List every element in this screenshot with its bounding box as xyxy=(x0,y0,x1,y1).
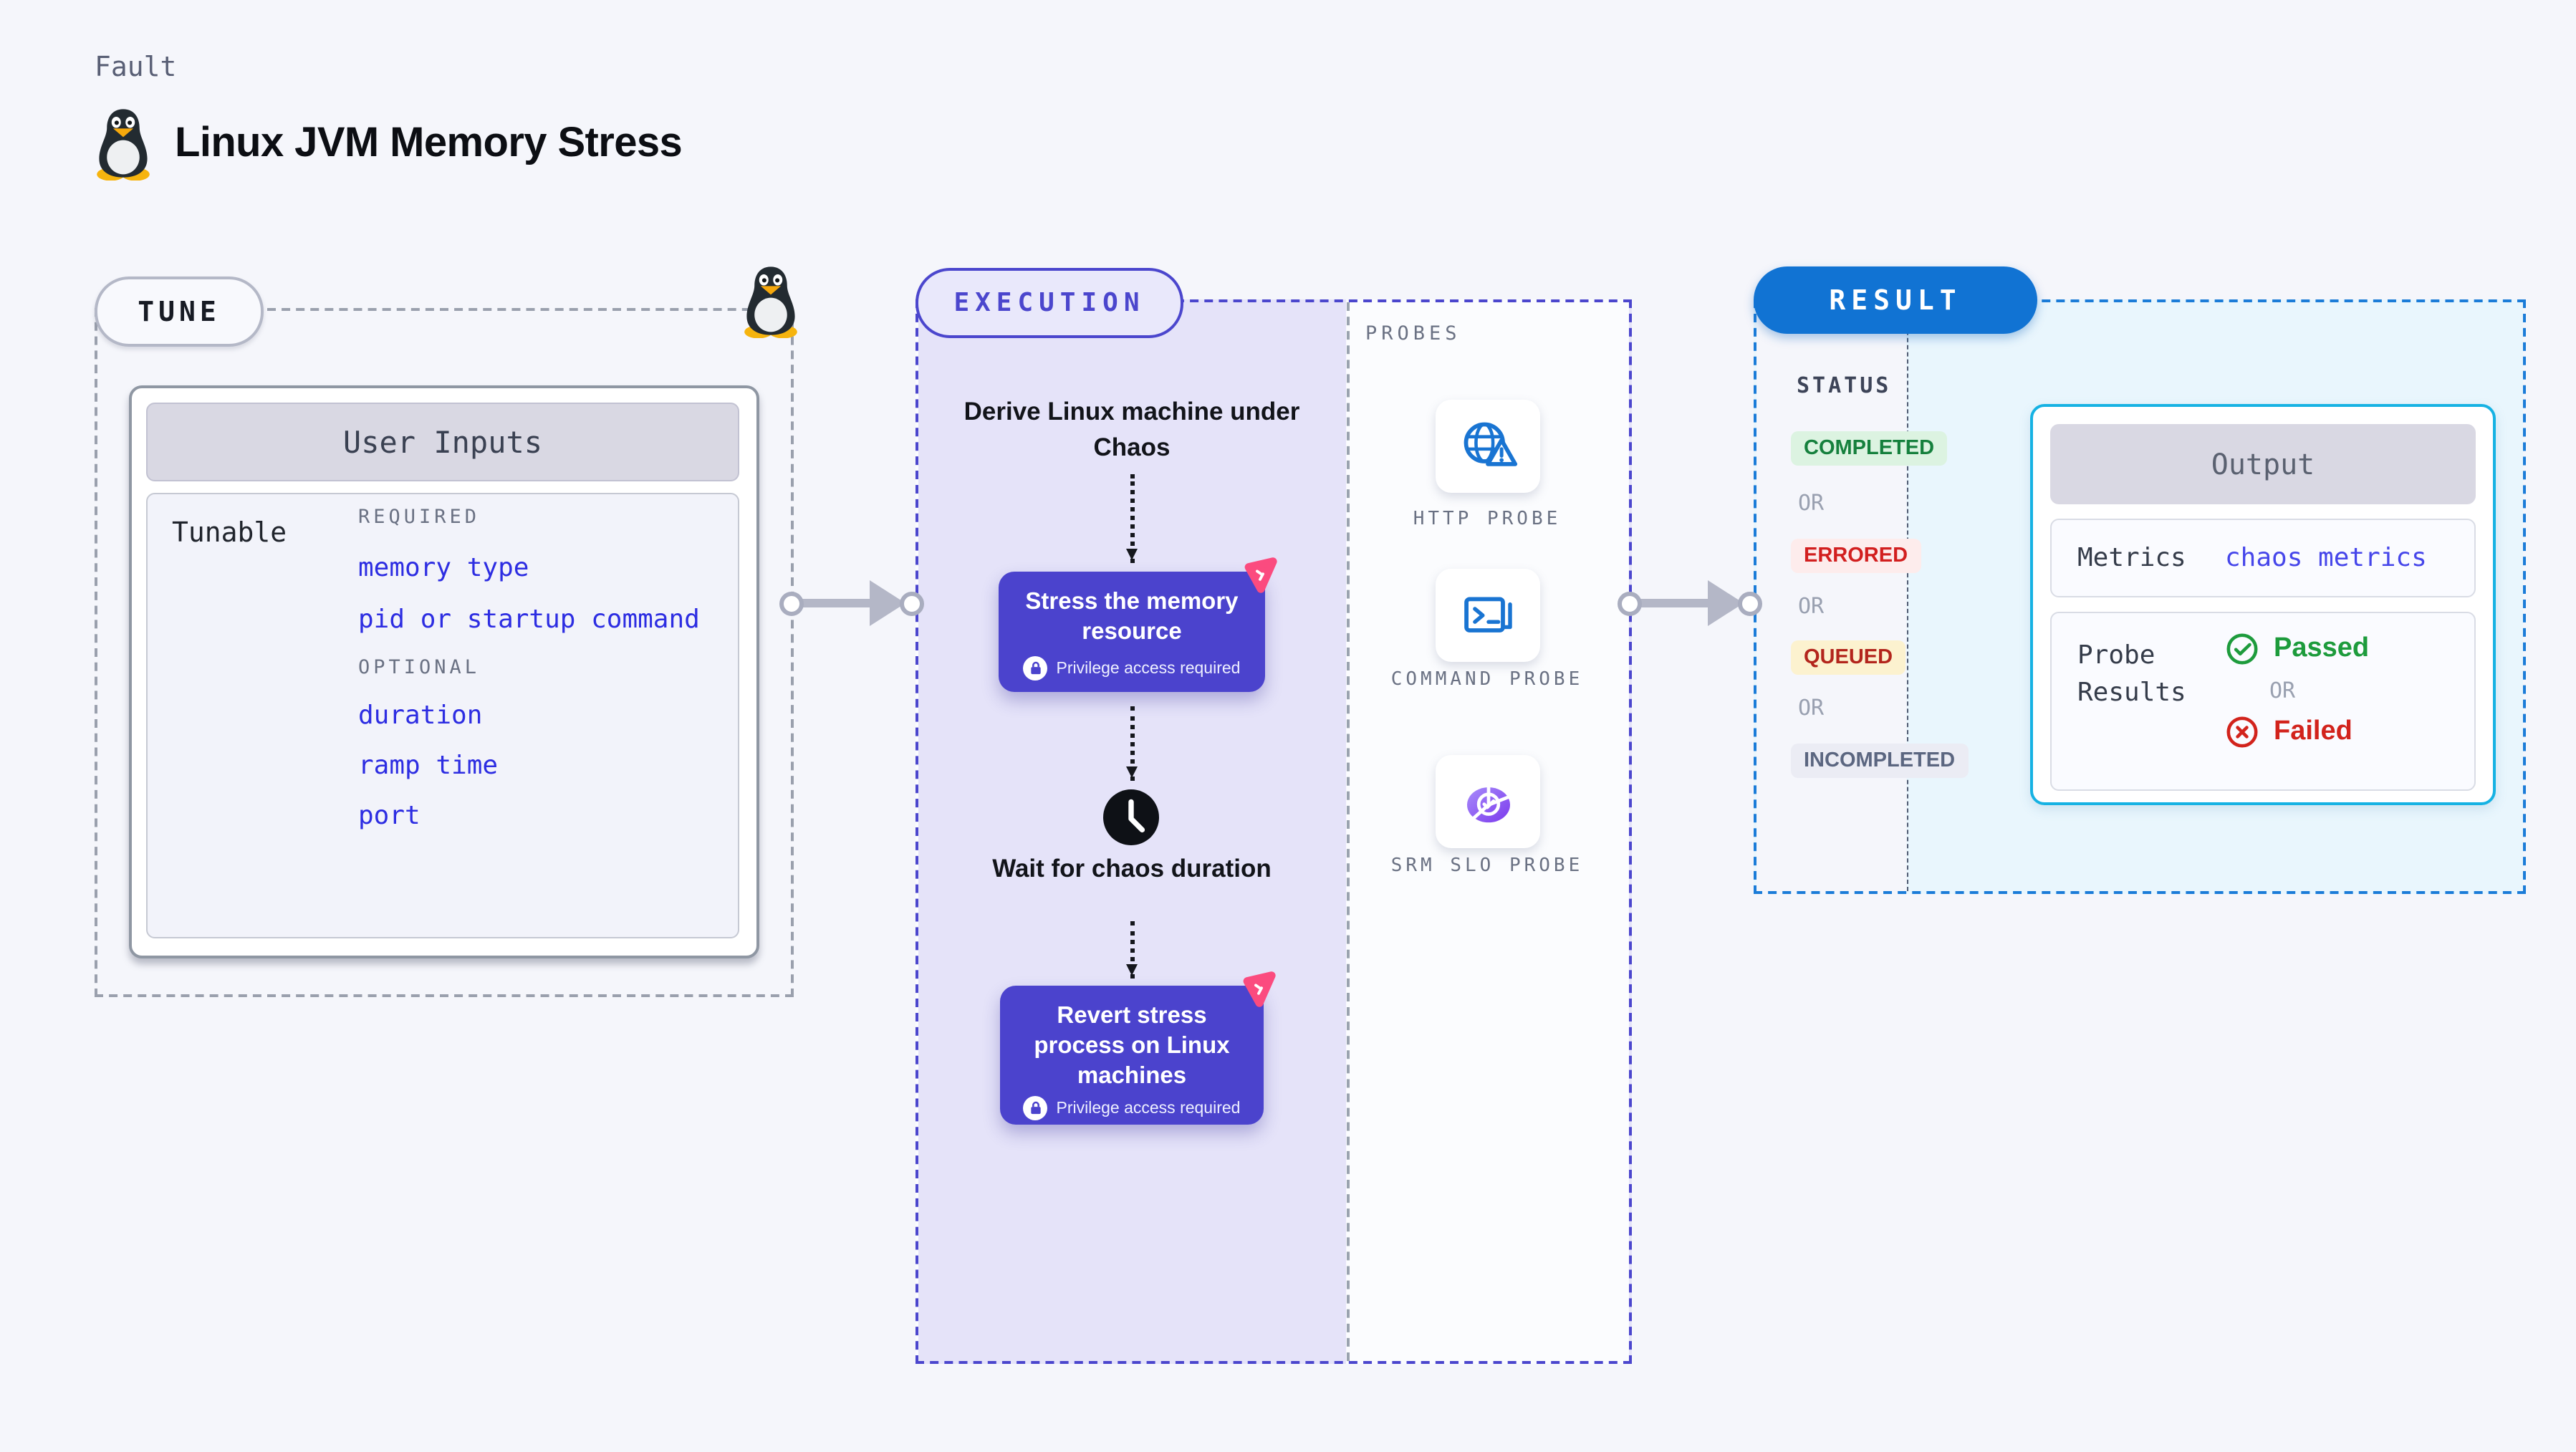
check-circle-icon xyxy=(2226,633,2258,665)
required-heading: REQUIRED xyxy=(358,506,481,529)
flow-arrow-down xyxy=(1126,921,1138,979)
tux-icon xyxy=(744,266,797,338)
chaos-triangle-icon xyxy=(1243,971,1276,1007)
connector-dot xyxy=(1618,591,1642,615)
probe-results-row: Probe Results Passed OR xyxy=(2050,612,2476,791)
tune-section xyxy=(95,308,794,997)
result-pill: RESULT xyxy=(1754,266,2037,334)
metrics-label: Metrics xyxy=(2077,543,2186,573)
command-probe-card xyxy=(1436,569,1540,662)
page-title: Linux JVM Memory Stress xyxy=(175,120,683,166)
http-probe-card xyxy=(1436,400,1540,493)
x-circle-icon xyxy=(2226,716,2258,748)
lock-icon xyxy=(1023,1096,1048,1121)
failed-line: Failed xyxy=(2225,715,2369,749)
flow-arrow-down xyxy=(1126,474,1138,563)
passed-label: Passed xyxy=(2274,633,2370,663)
lock-icon xyxy=(1023,656,1048,681)
status-badge-queued: QUEUED xyxy=(1791,640,1906,675)
tunable-link-port[interactable]: port xyxy=(358,801,420,831)
globe-warning-icon xyxy=(1463,421,1517,466)
probe-results-label: Probe Results xyxy=(2077,640,2186,708)
optional-heading: OPTIONAL xyxy=(358,656,481,679)
metrics-row: Metrics chaos metrics xyxy=(2050,519,2476,597)
derive-step-label: Derive Linux machine under Chaos xyxy=(963,397,1300,461)
stress-node: Stress the memory resource Privilege acc… xyxy=(999,557,1277,692)
user-inputs-card: User Inputs Tunable REQUIRED memory type… xyxy=(129,385,759,958)
fault-kicker: Fault xyxy=(95,52,177,83)
terminal-icon xyxy=(1464,596,1512,632)
result-section: STATUS COMPLETED OR ERRORED OR QUEUED OR… xyxy=(1754,299,2526,894)
http-probe-label: HTTP PROBE xyxy=(1413,509,1562,530)
privilege-label: Privilege access required xyxy=(1056,1100,1241,1117)
revert-node: Revert stress process on Linux machines … xyxy=(1000,971,1276,1125)
stress-node-title: Stress the memory resource xyxy=(1025,589,1239,645)
tunable-link-pid-or-startup-command[interactable]: pid or startup command xyxy=(358,605,700,635)
execution-pill: EXECUTION xyxy=(915,268,1183,338)
passed-line: Passed xyxy=(2225,632,2369,666)
tunables-panel: Tunable REQUIRED memory type pid or star… xyxy=(146,493,739,938)
clock-icon xyxy=(1103,789,1159,845)
slo-donut-icon xyxy=(1466,780,1510,822)
tux-icon xyxy=(97,109,150,181)
privilege-row: Privilege access required xyxy=(1000,1096,1264,1121)
execution-section: Derive Linux machine under Chaos Stress … xyxy=(915,299,1632,1364)
probes-divider xyxy=(1346,302,1350,1361)
or-label: OR xyxy=(1798,695,1825,721)
status-divider xyxy=(1907,302,1908,891)
or-label: OR xyxy=(1798,490,1825,516)
srm-slo-probe-card xyxy=(1436,755,1540,848)
arrow-head-icon xyxy=(870,580,905,626)
tunable-link-memory-type[interactable]: memory type xyxy=(358,553,529,583)
privilege-label: Privilege access required xyxy=(1056,660,1241,678)
or-label: OR xyxy=(2269,678,2296,703)
privilege-row: Privilege access required xyxy=(999,656,1265,681)
or-label: OR xyxy=(1798,593,1825,619)
output-card: Output Metrics chaos metrics Probe Resul… xyxy=(2030,404,2496,805)
connector-dot xyxy=(779,591,804,615)
arrow-head-icon xyxy=(1708,580,1744,626)
connector-dot xyxy=(900,591,924,615)
status-heading: STATUS xyxy=(1797,372,1892,398)
failed-label: Failed xyxy=(2274,716,2352,746)
user-inputs-title: User Inputs xyxy=(146,403,739,481)
tune-pill: TUNE xyxy=(95,277,264,347)
status-badge-incompleted: INCOMPLETED xyxy=(1791,744,1969,778)
tunable-link-duration[interactable]: duration xyxy=(358,701,483,731)
revert-node-title: Revert stress process on Linux machines xyxy=(1034,1003,1230,1090)
output-title: Output xyxy=(2050,424,2476,504)
wait-step-label: Wait for chaos duration xyxy=(992,854,1272,883)
tunable-row-label: Tunable xyxy=(172,517,287,549)
status-badge-errored: ERRORED xyxy=(1791,539,1921,573)
chaos-metrics-link[interactable]: chaos metrics xyxy=(2225,543,2427,573)
status-badge-completed: COMPLETED xyxy=(1791,431,1948,466)
tunable-link-ramp-time[interactable]: ramp time xyxy=(358,751,499,781)
flow-arrow-down xyxy=(1126,706,1138,781)
srm-slo-probe-label: SRM SLO PROBE xyxy=(1390,855,1584,877)
execution-to-result-arrow xyxy=(1618,580,1762,626)
command-probe-label: COMMAND PROBE xyxy=(1390,669,1584,691)
chaos-triangle-icon xyxy=(1244,557,1277,593)
connector-dot xyxy=(1738,591,1762,615)
probes-heading: PROBES xyxy=(1365,322,1461,345)
tune-to-execution-arrow xyxy=(779,580,924,626)
